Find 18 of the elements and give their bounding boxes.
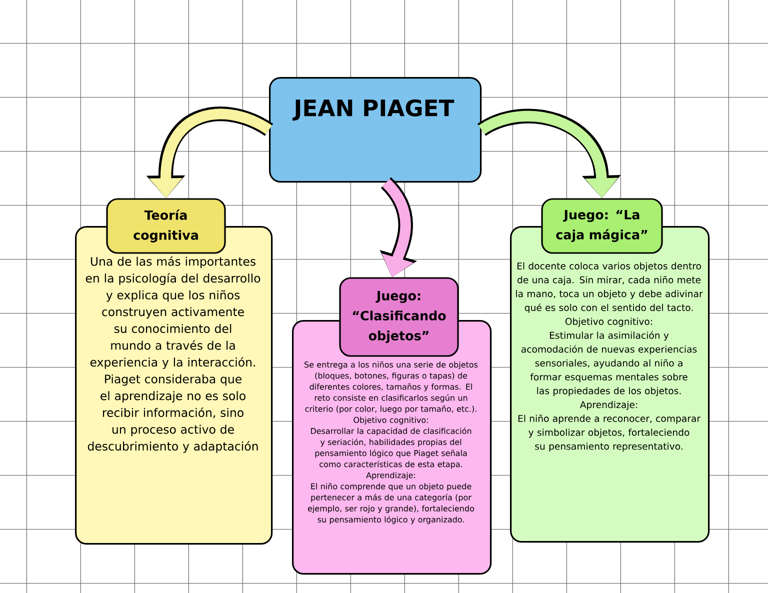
body-text: Aprendizaje:: [580, 400, 638, 410]
body-text: Desarrollar la capacidad de clasificación y seriación, habilidades propias del pensamiento lógico que Piaget señala como características de esta etapa.: [311, 428, 472, 469]
heading-tab: Juego: “Clasificando objetos”: [339, 277, 459, 357]
body-text: El docente coloca varios objetos dentro de una caja. Sin mirar, cada niño mete la mano, toca un objeto y debe adivinar qué es solo con el sentido del tacto.: [516, 262, 703, 313]
body-text: Se entrega a los niños una serie de objetos (bloques, botones, figuras o tapas) de diferentes colores, tamaños y formas. El reto consiste en clasificarlos según un criterio (por color, luego por tamaño, etc.).: [304, 361, 478, 414]
body-text: El niño aprende a reconocer, comparar y simbolizar objetos, fortaleciendo su pensamiento representativo.: [518, 414, 700, 452]
body-text: El niño comprende que un objeto puede pertenecer a más de una categoría (por ejemplo, ser rojo y grande), fortaleciendo su pensamiento lógico y organizado.: [308, 483, 474, 524]
body-text: Aprendizaje:: [366, 472, 416, 480]
text-card: [510, 226, 710, 543]
heading-tab: Teoría cognitiva: [106, 198, 226, 254]
text-card: [75, 226, 273, 545]
heading-tab: Juego: “La caja mágica”: [541, 198, 663, 254]
body-text: Una de las más importantes en la psicología del desarrollo y explica que los niños construyen activamente su conocimiento del mundo a través de la experiencia y la interacción. Piaget consideraba que el aprendizaje no es solo recibir información, sino un proceso activo de descubrimiento y adaptación: [86, 256, 260, 453]
title-box: JEAN PIAGET: [269, 77, 482, 183]
body-text: Objetivo cognitivo:: [565, 318, 652, 327]
body-text: Objetivo cognitivo:: [354, 416, 428, 424]
body-text: Estimular la asimilación y acomodación de nuevas experiencias sensoriales, ayudando al niño a formar esquemas mentales sobre las propiedades de los objetos.: [521, 331, 697, 396]
text-card: [292, 320, 492, 575]
